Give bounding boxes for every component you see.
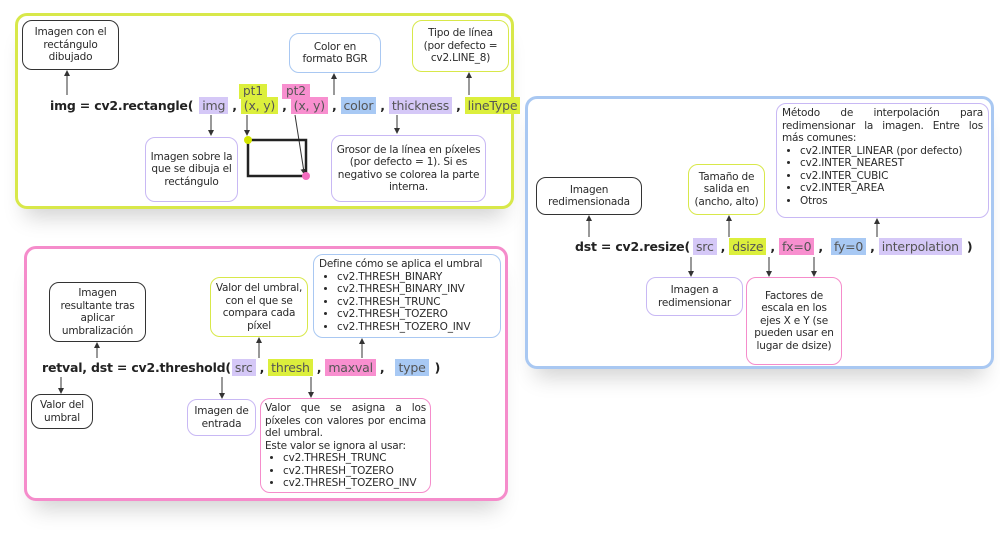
resize-interpolation-list: cv2.INTER_LINEAR (por defecto) cv2.INTER…	[782, 145, 983, 208]
param-fy: fy=0	[830, 238, 867, 255]
list-item: Otros	[800, 195, 983, 208]
param-type: type	[395, 359, 429, 376]
threshold-formula: retval, dst = cv2.threshold( src , thres…	[42, 359, 440, 376]
resize-interpolation-note: Método de interpolación para redimension…	[776, 103, 989, 218]
param-thresh: thresh	[268, 359, 313, 376]
resize-src-note: Imagen a redimensionar	[646, 277, 743, 316]
separator: ,	[331, 98, 337, 113]
list-item: cv2.INTER_AREA	[800, 182, 983, 195]
param-src: src	[231, 359, 256, 376]
resize-interpolation-intro: Método de interpolación para redimension…	[782, 107, 983, 144]
rectangle-thickness-note: Grosor de la línea en píxeles (por defec…	[331, 135, 486, 202]
rectangle-thickness-note-text: Grosor de la línea en píxeles (por defec…	[336, 143, 481, 194]
list-item: cv2.INTER_CUBIC	[800, 170, 983, 183]
resize-formula-suffix: )	[966, 239, 973, 254]
separator: ,	[316, 360, 322, 375]
list-item: cv2.THRESH_TOZERO_INV	[283, 477, 426, 490]
rectangle-formula: img = cv2.rectangle( img , (x, y) , (x, …	[50, 97, 532, 114]
param-thickness: thickness	[388, 97, 453, 114]
threshold-retval-note-text: Valor del umbral	[39, 399, 85, 424]
separator: ,	[456, 98, 461, 113]
resize-fxfy-note-text: Factores de escala en los ejes X e Y (se…	[754, 289, 834, 352]
param-color: color	[340, 97, 377, 114]
rectangle-output-note: Imagen con el rectángulo dibujado	[22, 20, 119, 70]
param-linetype: lineType	[464, 97, 521, 114]
list-item: cv2.INTER_LINEAR (por defecto)	[800, 145, 983, 158]
separator: ,	[379, 360, 385, 375]
param-maxval: maxval	[325, 359, 376, 376]
rectangle-linetype-note: Tipo de línea (por defecto = cv2.LINE_8)	[412, 20, 509, 72]
resize-output-note: Imagen redimensionada	[536, 177, 642, 215]
param-interpolation: interpolation	[878, 238, 962, 255]
rectangle-formula-prefix: img = cv2.rectangle(	[50, 98, 194, 113]
threshold-formula-prefix: retval, dst = cv2.threshold(	[42, 360, 231, 375]
separator: ,	[770, 239, 775, 254]
threshold-dst-note: Imagen resultante tras aplicar umbraliza…	[49, 282, 146, 342]
param-pt2: (x, y)	[290, 97, 328, 114]
resize-fxfy-note: Factores de escala en los ejes X e Y (se…	[746, 277, 842, 365]
threshold-type-note: Define cómo se aplica el umbral cv2.THRE…	[313, 254, 501, 338]
resize-dsize-note: Tamaño de salida en (ancho, alto)	[688, 164, 765, 215]
list-item: cv2.THRESH_TOZERO	[337, 308, 495, 321]
resize-formula: dst = cv2.resize( src , dsize , fx=0 , f…	[575, 238, 973, 255]
separator: ,	[282, 98, 287, 113]
threshold-retval-note: Valor del umbral	[31, 394, 93, 429]
separator: ,	[818, 239, 823, 254]
resize-output-note-text: Imagen redimensionada	[548, 183, 630, 209]
threshold-thresh-note-text: Valor del umbral, con el que se compara …	[215, 282, 303, 332]
threshold-type-list: cv2.THRESH_BINARY cv2.THRESH_BINARY_INV …	[319, 271, 495, 334]
threshold-formula-suffix: )	[434, 360, 441, 375]
pt1-label-text: pt1	[243, 84, 263, 98]
rectangle-color-note-text: Color en formato BGR	[302, 40, 368, 66]
param-pt1: (x, y)	[240, 97, 279, 114]
param-img: img	[199, 97, 229, 114]
threshold-src-note-text: Imagen de entrada	[194, 405, 249, 430]
param-fx: fx=0	[778, 238, 815, 255]
list-item: cv2.THRESH_BINARY_INV	[337, 283, 495, 296]
param-dsize: dsize	[729, 238, 767, 255]
rectangle-output-note-text: Imagen con el rectángulo dibujado	[34, 26, 107, 64]
list-item: cv2.INTER_NEAREST	[800, 157, 983, 170]
list-item: cv2.THRESH_TOZERO	[283, 465, 426, 478]
list-item: cv2.THRESH_TRUNC	[283, 452, 426, 465]
separator: ,	[720, 239, 726, 254]
pt2-label: pt2	[282, 84, 310, 99]
rectangle-img-note-text: Imagen sobre la que se dibuja el rectáng…	[150, 150, 233, 188]
rectangle-linetype-note-text: Tipo de línea (por defecto = cv2.LINE_8)	[423, 27, 498, 65]
separator: ,	[870, 239, 875, 254]
threshold-src-note: Imagen de entrada	[187, 399, 256, 436]
list-item: cv2.THRESH_TRUNC	[337, 296, 495, 309]
resize-formula-prefix: dst = cv2.resize(	[575, 239, 690, 254]
rectangle-color-note: Color en formato BGR	[289, 33, 381, 73]
threshold-maxval-list: cv2.THRESH_TRUNC cv2.THRESH_TOZERO cv2.T…	[265, 452, 426, 490]
threshold-maxval-intro: Valor que se asigna a los píxeles con va…	[265, 402, 426, 439]
pt2-label-text: pt2	[286, 84, 306, 98]
threshold-thresh-note: Valor del umbral, con el que se compara …	[210, 277, 308, 337]
list-item: cv2.THRESH_TOZERO_INV	[337, 321, 495, 334]
separator: ,	[259, 360, 265, 375]
resize-src-note-text: Imagen a redimensionar	[657, 284, 732, 309]
resize-dsize-note-text: Tamaño de salida en (ancho, alto)	[694, 170, 759, 208]
pt1-label: pt1	[239, 84, 267, 99]
rectangle-img-note: Imagen sobre la que se dibuja el rectáng…	[145, 137, 238, 202]
param-src: src	[692, 238, 717, 255]
threshold-type-intro: Define cómo se aplica el umbral	[319, 258, 483, 270]
list-item: cv2.THRESH_BINARY	[337, 271, 495, 284]
threshold-maxval-note: Valor que se asigna a los píxeles con va…	[260, 398, 431, 493]
threshold-dst-note-text: Imagen resultante tras aplicar umbraliza…	[60, 287, 135, 337]
separator: ,	[232, 98, 237, 113]
threshold-maxval-ignored: Este valor se ignora al usar:	[265, 439, 406, 452]
separator: ,	[380, 98, 385, 113]
